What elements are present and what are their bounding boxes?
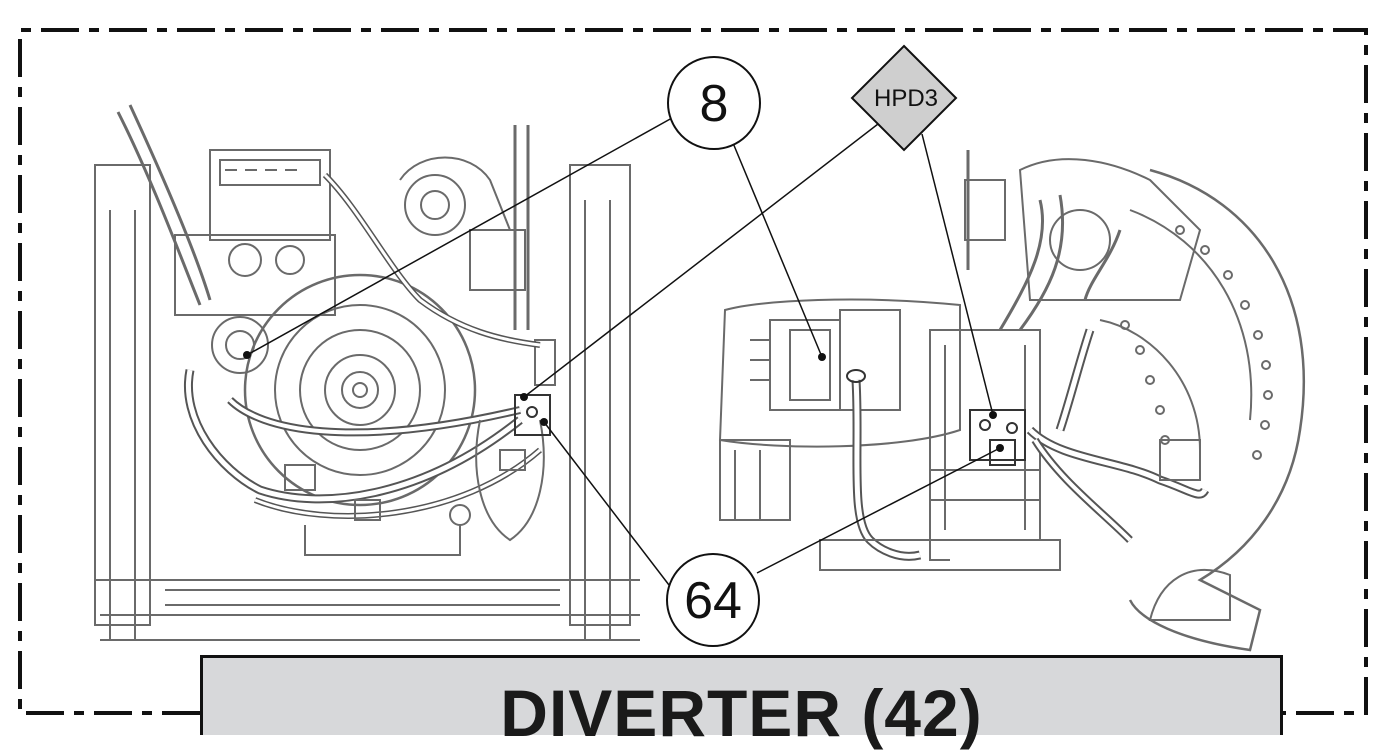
- engine-side-view: [718, 150, 1305, 652]
- callout-hpd3: HPD3: [850, 44, 958, 152]
- callout-64-label: 64: [684, 572, 742, 630]
- leader-lines: [246, 117, 1001, 586]
- callout-hpd3-label: HPD3: [874, 85, 938, 112]
- dashed-boundary: [18, 28, 1368, 715]
- diagram-title: DIVERTER (42): [500, 676, 983, 750]
- title-box: DIVERTER (42): [200, 655, 1283, 746]
- leader-dots: [243, 351, 1004, 452]
- callout-8-label: 8: [700, 75, 729, 133]
- callout-8: 8: [667, 56, 761, 150]
- engine-front-view: [94, 104, 640, 641]
- callout-64: 64: [666, 553, 760, 647]
